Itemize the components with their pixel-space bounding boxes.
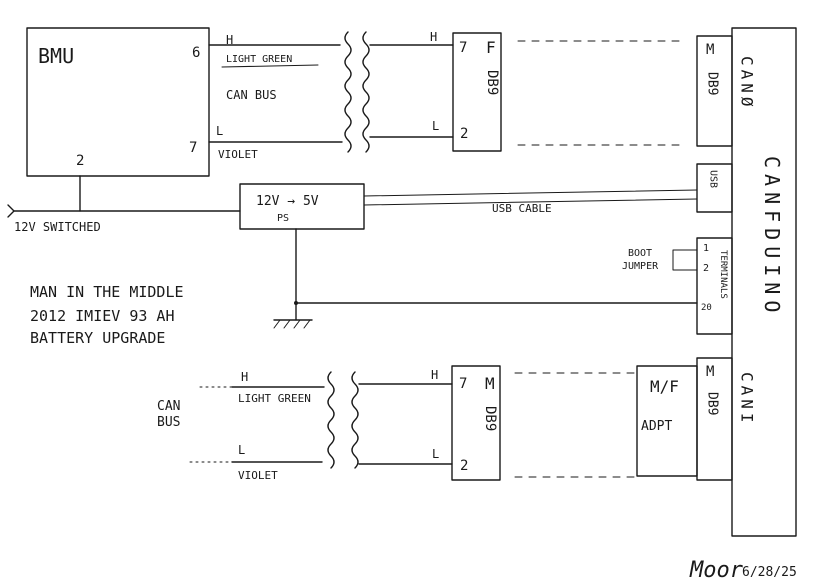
lower-db9-gender: M (485, 374, 495, 393)
bmu-pin-6: 6 (192, 45, 200, 61)
canfduino-usb-port (696, 163, 733, 213)
bmu-box (26, 27, 210, 177)
canfduino-terminals (696, 237, 733, 335)
note-line-1: MAN IN THE MIDDLE (30, 283, 184, 301)
usb-cable-label: USB CABLE (492, 202, 552, 215)
canfduino-db9-top-gender: M (706, 42, 714, 58)
lower-db9-l-label: L (432, 447, 439, 461)
upper-db9-pin2: 2 (460, 126, 468, 142)
canfduino-db9-bottom-name: DB9 (705, 392, 720, 415)
adapter-line1: M/F (650, 377, 679, 396)
lower-h-label: H (241, 370, 248, 384)
upper-wire-l-color: VIOLET (218, 148, 258, 161)
upper-db9-pin7: 7 (459, 40, 467, 56)
power-supply-line1: 12V → 5V (256, 194, 319, 209)
upper-wire-h-color: LIGHT GREEN (226, 54, 292, 65)
usb-cable-top (363, 189, 698, 197)
lower-can-label-2: BUS (157, 415, 180, 430)
lower-db9-box (451, 365, 501, 481)
boot-jumper-label-1: BOOT (628, 248, 652, 259)
terminal-2: 2 (703, 263, 709, 274)
upper-db9-name: DB9 (484, 70, 500, 95)
usb-cable-bottom (363, 198, 698, 206)
canfduino-db9-top (696, 35, 733, 147)
signature-name: Moor (689, 558, 744, 580)
power-12v-label: 12V SWITCHED (14, 220, 101, 234)
upper-db9-gender: F (486, 38, 496, 57)
power-supply-line2: PS (277, 213, 289, 224)
upper-db9-h-label: H (430, 30, 437, 44)
lower-twist-left (327, 371, 335, 469)
upper-db9-l-label: L (432, 119, 439, 133)
note-line-3: BATTERY UPGRADE (30, 329, 165, 347)
lower-l-label: L (238, 443, 245, 457)
boot-jumper-wire (672, 249, 698, 271)
bmu-pin-7: 7 (189, 140, 197, 156)
upper-h-label: H (226, 33, 233, 47)
canfduino-usb-label: USB (708, 170, 719, 188)
boot-jumper-label-2: JUMPER (622, 261, 659, 272)
upper-twist-right (362, 31, 370, 153)
bmu-pin-2: 2 (76, 153, 84, 169)
lower-wire-l-color: VIOLET (238, 469, 278, 482)
adapter-line2: ADPT (641, 419, 672, 434)
upper-twist-left (344, 31, 352, 153)
adapter-box (636, 365, 698, 477)
ground-junction (294, 301, 298, 305)
can1-label: CANI (738, 372, 757, 427)
upper-can-bus-label: CAN BUS (226, 88, 277, 102)
signature-date: 6/28/25 (742, 565, 797, 580)
canfduino-name: CANFDUINO (760, 156, 784, 318)
upper-wire-h-underline (221, 64, 319, 68)
lower-db9-h-label: H (431, 368, 438, 382)
canfduino-db9-bottom-gender: M (706, 364, 714, 380)
lower-db9-pin7: 7 (459, 376, 467, 392)
canfduino-db9-bottom (696, 357, 733, 481)
terminals-label: TERMINALS (718, 250, 728, 299)
power-supply-box (239, 183, 365, 230)
terminal-20: 20 (701, 303, 712, 313)
terminal-1: 1 (703, 243, 709, 254)
lower-twist-right (351, 371, 359, 469)
ground-symbol-hatch (273, 319, 311, 329)
lower-wire-h-color: LIGHT GREEN (238, 392, 311, 405)
upper-db9-box (452, 32, 502, 152)
power-input-arrow (7, 204, 15, 218)
can0-label: CANØ (738, 56, 757, 111)
upper-l-label: L (216, 124, 223, 138)
lower-db9-name: DB9 (482, 406, 498, 431)
bmu-title: BMU (38, 44, 74, 68)
canfduino-db9-top-name: DB9 (705, 72, 720, 95)
lower-db9-pin2: 2 (460, 458, 468, 474)
note-line-2: 2012 IMIEV 93 AH (30, 307, 175, 325)
lower-can-label-1: CAN (157, 399, 180, 414)
